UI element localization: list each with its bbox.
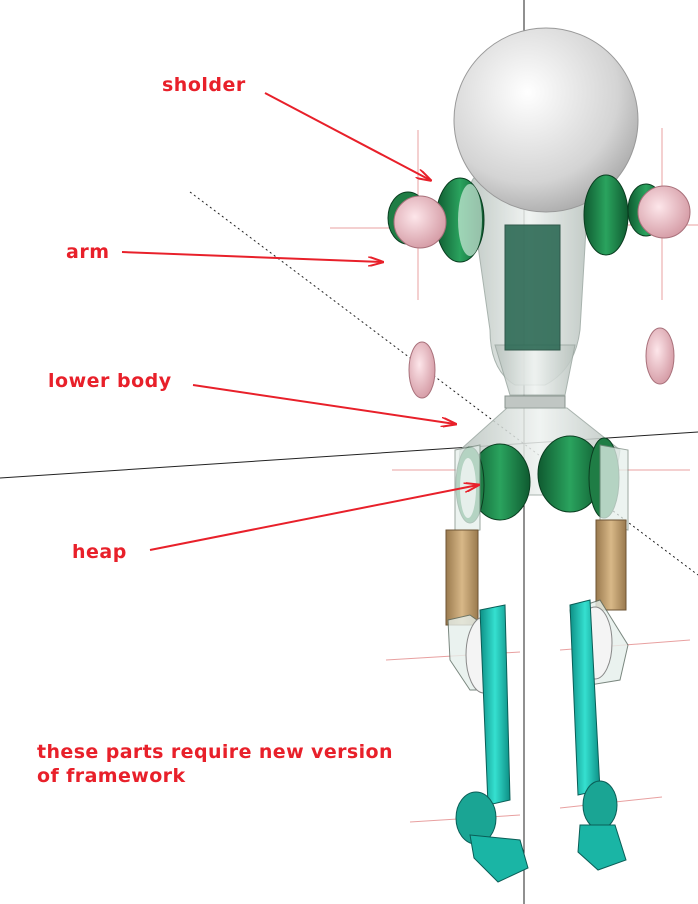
left-arm-disc	[387, 191, 447, 249]
shoulder-label: sholder	[162, 74, 246, 96]
right-ankle	[582, 780, 618, 830]
spine-column	[504, 224, 561, 351]
note-line-2: of framework	[37, 765, 186, 787]
arm-arrow	[121, 251, 382, 262]
framework-note: these parts require new version of frame…	[37, 740, 393, 788]
lower-body-label: lower body	[48, 370, 172, 392]
right-thigh	[595, 519, 627, 611]
left-foot	[469, 834, 529, 883]
right-elbow-disc	[645, 327, 675, 385]
arm-label: arm	[66, 241, 110, 263]
right-foot	[577, 824, 627, 871]
left-thigh	[445, 529, 479, 626]
shoulder-arrow	[264, 92, 430, 180]
right-arm-disc	[637, 185, 691, 239]
lower-body-arrow	[192, 384, 455, 424]
hip-label: heap	[72, 541, 127, 563]
hip-arrow	[149, 485, 478, 551]
head-sphere	[453, 27, 639, 213]
left-shoulder-joint	[435, 177, 485, 263]
note-line-1: these parts require new version	[37, 741, 393, 763]
right-hip-bracket	[599, 444, 629, 531]
left-hip-bracket	[454, 444, 481, 536]
left-shin	[479, 604, 511, 806]
left-elbow-disc	[408, 341, 436, 399]
waist	[494, 344, 576, 396]
annotation-arrows	[121, 92, 478, 551]
waist-ring	[504, 395, 566, 409]
